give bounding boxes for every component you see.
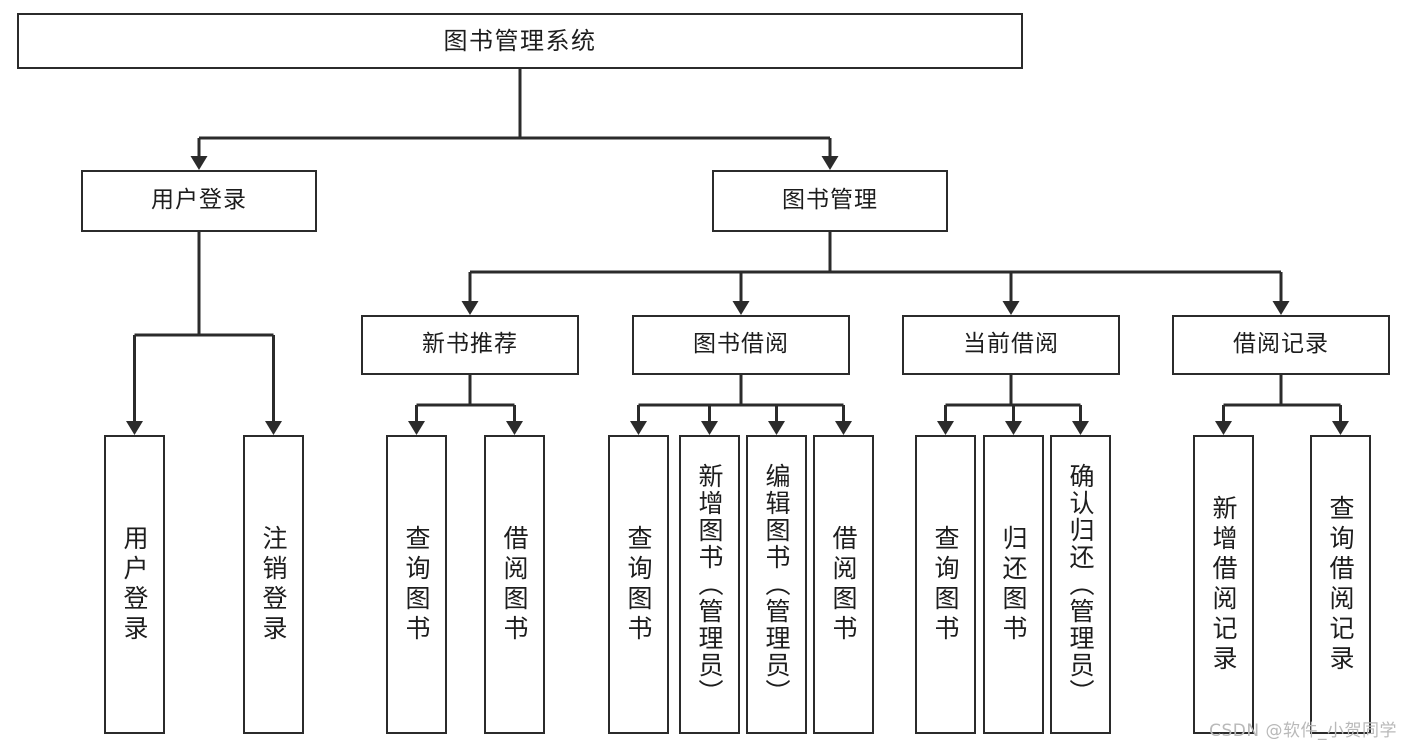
leaf-query-borrow-record[interactable]: 查询借阅记录 bbox=[1310, 435, 1371, 734]
node-book-management[interactable]: 图书管理 bbox=[712, 170, 948, 232]
leaf-confirm-return-admin[interactable]: 确认归还（管理员） bbox=[1050, 435, 1111, 734]
node-new-book-recommend[interactable]: 新书推荐 bbox=[361, 315, 579, 375]
leaf-query-book-borrow[interactable]: 查询图书 bbox=[608, 435, 669, 734]
node-label: 确认归还（管理员） bbox=[1066, 463, 1095, 706]
node-label: 用户登录 bbox=[120, 524, 149, 645]
leaf-edit-book-admin[interactable]: 编辑图书（管理员） bbox=[746, 435, 807, 734]
node-label: 用户登录 bbox=[151, 187, 247, 214]
node-root[interactable]: 图书管理系统 bbox=[17, 13, 1023, 69]
leaf-query-book-recommend[interactable]: 查询图书 bbox=[386, 435, 447, 734]
node-label: 新增图书（管理员） bbox=[695, 463, 724, 706]
node-label: 图书管理系统 bbox=[443, 26, 597, 55]
node-label: 查询借阅记录 bbox=[1326, 494, 1355, 675]
leaf-logout[interactable]: 注销登录 bbox=[243, 435, 304, 734]
leaf-user-login[interactable]: 用户登录 bbox=[104, 435, 165, 734]
node-label: 图书借阅 bbox=[693, 331, 789, 358]
node-label: 查询图书 bbox=[402, 524, 431, 645]
leaf-add-book-admin[interactable]: 新增图书（管理员） bbox=[679, 435, 740, 734]
node-label: 新书推荐 bbox=[422, 331, 518, 358]
leaf-borrow-book-recommend[interactable]: 借阅图书 bbox=[484, 435, 545, 734]
node-label: 当前借阅 bbox=[963, 331, 1059, 358]
node-label: 注销登录 bbox=[259, 524, 288, 645]
node-label: 新增借阅记录 bbox=[1209, 494, 1238, 675]
node-current-borrow[interactable]: 当前借阅 bbox=[902, 315, 1120, 375]
leaf-add-borrow-record[interactable]: 新增借阅记录 bbox=[1193, 435, 1254, 734]
node-book-borrow[interactable]: 图书借阅 bbox=[632, 315, 850, 375]
node-label: 查询图书 bbox=[931, 524, 960, 645]
leaf-borrow-book[interactable]: 借阅图书 bbox=[813, 435, 874, 734]
node-label: 借阅图书 bbox=[500, 524, 529, 645]
node-borrow-record[interactable]: 借阅记录 bbox=[1172, 315, 1390, 375]
node-label: 借阅图书 bbox=[829, 524, 858, 645]
leaf-query-book-current[interactable]: 查询图书 bbox=[915, 435, 976, 734]
node-user-login[interactable]: 用户登录 bbox=[81, 170, 317, 232]
node-label: 图书管理 bbox=[782, 187, 878, 214]
node-label: 编辑图书（管理员） bbox=[762, 463, 791, 706]
node-label: 查询图书 bbox=[624, 524, 653, 645]
watermark: CSDN @软件_小贺同学 bbox=[1209, 721, 1397, 741]
node-label: 归还图书 bbox=[999, 524, 1028, 645]
node-label: 借阅记录 bbox=[1233, 331, 1329, 358]
leaf-return-book[interactable]: 归还图书 bbox=[983, 435, 1044, 734]
